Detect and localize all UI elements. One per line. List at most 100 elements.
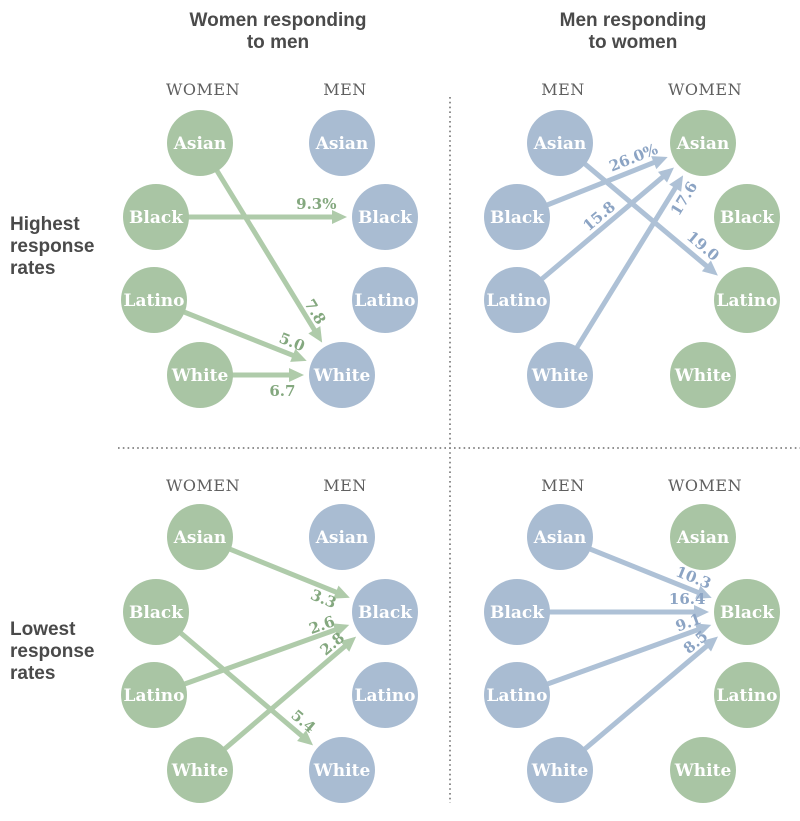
- arrow-head-latino-to-black: [694, 623, 712, 637]
- column-header-men: MEN: [541, 80, 585, 99]
- column-header-women: WOMEN: [668, 80, 742, 99]
- node-women-latino: [714, 662, 780, 728]
- column-title-line2: to women: [588, 32, 678, 53]
- node-women-asian: [167, 504, 233, 570]
- arrow-head-asian-to-latino: [701, 260, 718, 276]
- arrow-value-asian-to-white: 7.8: [301, 296, 330, 328]
- column-header-women: WOMEN: [166, 80, 240, 99]
- arrow-head-white-to-white: [289, 368, 304, 382]
- row-label-highest: Highest response rates: [10, 214, 95, 279]
- node-women-latino: [714, 267, 780, 333]
- node-women-asian: [670, 504, 736, 570]
- node-label-men-asian: Asian: [315, 134, 369, 154]
- node-men-latino: [352, 662, 418, 728]
- node-women-white: [167, 342, 233, 408]
- arrow-value-black-to-white: 5.4: [287, 706, 319, 737]
- node-label-women-white: White: [171, 366, 229, 386]
- node-label-men-black: Black: [358, 603, 413, 623]
- node-label-men-asian: Asian: [315, 528, 369, 548]
- node-label-women-black: Black: [720, 208, 775, 228]
- arrow-value-black-to-black: 16.4: [669, 590, 706, 608]
- arrow-head-black-to-black: [332, 210, 347, 224]
- node-label-women-white: White: [674, 366, 732, 386]
- node-women-latino: [121, 267, 187, 333]
- node-men-black: [484, 579, 550, 645]
- arrow-head-white-to-black: [701, 636, 718, 652]
- node-label-men-latino: Latino: [355, 291, 416, 311]
- node-label-men-black: Black: [490, 208, 545, 228]
- node-label-women-asian: Asian: [173, 528, 227, 548]
- arrow-head-asian-to-black: [695, 585, 712, 599]
- node-men-asian: [309, 110, 375, 176]
- node-women-black: [123, 579, 189, 645]
- node-label-women-latino: Latino: [717, 686, 778, 706]
- node-women-white: [670, 737, 736, 803]
- arrow-shaft-asian-to-white: [197, 141, 318, 333]
- node-label-men-white: White: [313, 366, 371, 386]
- node-label-women-black: Black: [129, 603, 184, 623]
- node-men-asian: [527, 504, 593, 570]
- node-label-men-latino: Latino: [487, 686, 548, 706]
- node-women-black: [714, 184, 780, 250]
- arrow-head-black-to-black: [694, 605, 709, 619]
- arrow-head-asian-to-white: [308, 326, 323, 343]
- arrow-value-black-to-black: 9.3%: [296, 195, 336, 213]
- column-header-women: WOMEN: [166, 476, 240, 495]
- node-women-black: [123, 184, 189, 250]
- arrow-head-black-to-white: [297, 730, 314, 746]
- node-label-women-black: Black: [129, 208, 184, 228]
- arrow-head-asian-to-black: [333, 585, 350, 599]
- arrow-head-latino-to-black: [332, 623, 350, 637]
- node-men-asian: [527, 110, 593, 176]
- node-men-white: [527, 737, 593, 803]
- node-label-women-white: White: [171, 761, 229, 781]
- node-women-latino: [121, 662, 187, 728]
- node-label-men-black: Black: [490, 603, 545, 623]
- column-header-men: MEN: [323, 80, 367, 99]
- node-label-men-latino: Latino: [487, 291, 548, 311]
- node-men-white: [309, 342, 375, 408]
- column-header-women: WOMEN: [668, 476, 742, 495]
- node-label-men-asian: Asian: [533, 134, 587, 154]
- node-label-women-asian: Asian: [173, 134, 227, 154]
- node-women-asian: [167, 110, 233, 176]
- arrow-value-white-to-white: 6.7: [269, 382, 295, 400]
- node-label-men-white: White: [531, 761, 589, 781]
- node-label-women-latino: Latino: [124, 291, 185, 311]
- node-women-white: [670, 342, 736, 408]
- arrow-head-white-to-asian: [669, 175, 684, 192]
- node-men-asian: [309, 504, 375, 570]
- column-title-line2: to men: [246, 32, 310, 53]
- node-women-white: [167, 737, 233, 803]
- node-men-white: [527, 342, 593, 408]
- node-label-men-white: White: [531, 366, 589, 386]
- node-women-black: [714, 579, 780, 645]
- column-header-men: MEN: [541, 476, 585, 495]
- column-title-line1: Men responding: [559, 10, 707, 31]
- node-men-latino: [352, 267, 418, 333]
- node-label-women-latino: Latino: [124, 686, 185, 706]
- node-label-women-latino: Latino: [717, 291, 778, 311]
- column-header-men: MEN: [323, 476, 367, 495]
- node-label-men-black: Black: [358, 208, 413, 228]
- node-label-men-asian: Asian: [533, 528, 587, 548]
- node-label-women-asian: Asian: [676, 134, 730, 154]
- node-men-black: [484, 184, 550, 250]
- node-label-women-black: Black: [720, 603, 775, 623]
- node-men-white: [309, 737, 375, 803]
- node-label-men-latino: Latino: [355, 686, 416, 706]
- arrow-head-latino-to-white: [290, 348, 307, 362]
- node-label-women-asian: Asian: [676, 528, 730, 548]
- column-title-line1: Women responding: [189, 10, 367, 31]
- node-label-men-white: White: [313, 761, 371, 781]
- arrow-value-asian-to-latino: 19.0: [683, 227, 723, 264]
- node-women-asian: [670, 110, 736, 176]
- row-label-lowest: Lowest response rates: [10, 619, 95, 684]
- node-men-latino: [484, 662, 550, 728]
- column-title-men-responding: Men responding to women: [483, 10, 783, 54]
